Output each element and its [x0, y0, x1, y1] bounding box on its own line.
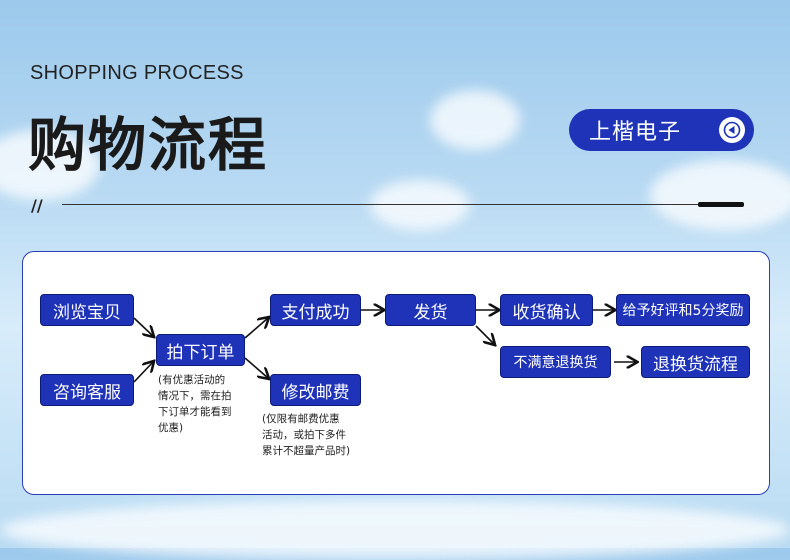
modify-note: (仅限有邮费优惠 活动，或拍下多件 累计不超量产品时) — [262, 413, 351, 457]
step-ship: 发货 — [385, 294, 476, 326]
cloud — [650, 160, 790, 230]
cloud — [370, 180, 470, 230]
page-title: 购物流程 — [28, 111, 269, 179]
step-confirm: 收货确认 — [500, 294, 593, 326]
arrow-browse-order — [133, 317, 153, 336]
step-review: 给予好评和5分奖励 — [616, 294, 750, 326]
arrow-order-modify — [244, 357, 268, 378]
arrow-order-pay — [244, 318, 268, 339]
step-browse: 浏览宝贝 — [40, 294, 134, 326]
step-order: 拍下订单 — [156, 334, 245, 366]
flow-arrows — [133, 0, 790, 383]
page-subtitle: SHOPPING PROCESS — [30, 62, 244, 84]
divider-accent — [698, 202, 744, 207]
order-note: (有优惠活动的 情况下，需在拍 下订单才能看到 优惠) — [158, 374, 232, 434]
divider — [62, 204, 702, 205]
arrow-consult-order — [133, 362, 153, 383]
step-return-process: 退换货流程 — [641, 346, 750, 378]
slash-mark: // — [31, 196, 43, 215]
cloud — [430, 90, 520, 150]
cloud — [0, 130, 100, 200]
brand-badge: 上楷电子 — [569, 109, 754, 151]
back-arrow-icon[interactable] — [719, 117, 745, 143]
step-consult: 咨询客服 — [40, 374, 134, 406]
step-unsatisfied: 不满意退换货 — [500, 346, 611, 378]
brand-name: 上楷电子 — [589, 120, 682, 145]
step-modify: 修改邮费 — [270, 374, 361, 406]
step-pay: 支付成功 — [270, 294, 361, 326]
arrow-ship-unsatisfied — [475, 325, 494, 344]
